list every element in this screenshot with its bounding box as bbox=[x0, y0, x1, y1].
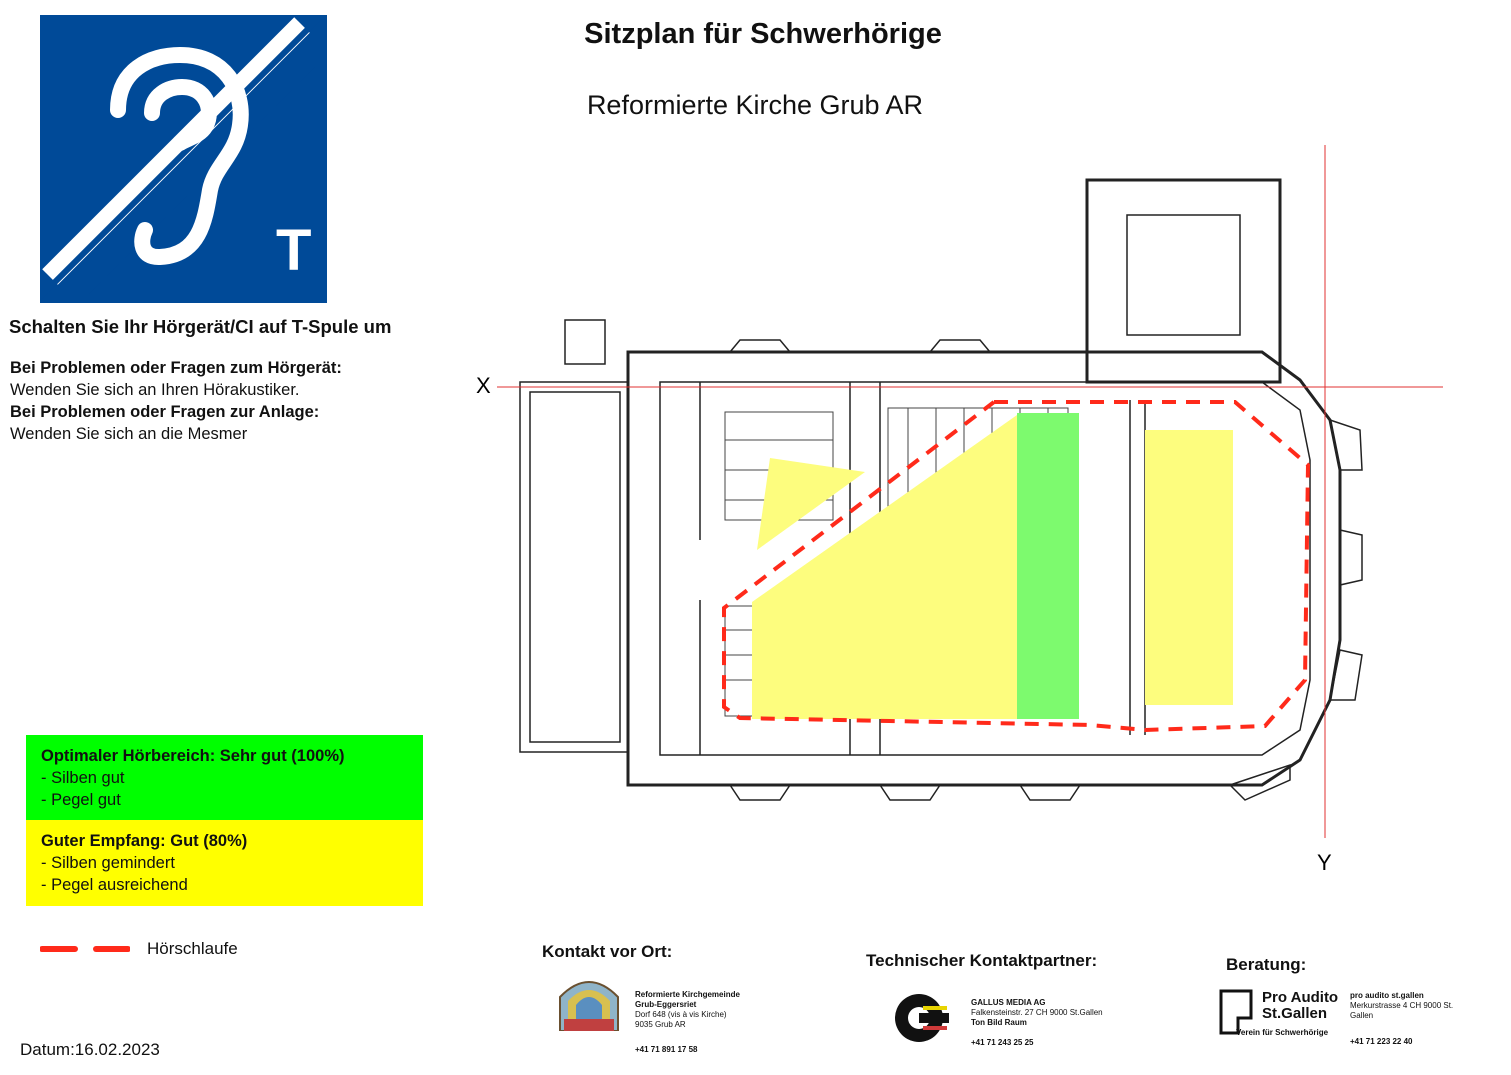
contact-technical-heading: Technischer Kontaktpartner: bbox=[866, 951, 1098, 970]
contact-local-phone: +41 71 891 17 58 bbox=[635, 1045, 698, 1054]
pro-audito-logo-text: Pro Audito St.Gallen bbox=[1262, 990, 1338, 1022]
help-question-system: Bei Problemen oder Fragen zur Anlage: bbox=[10, 403, 320, 421]
zone-good-small bbox=[757, 458, 865, 550]
loop-legend-line bbox=[40, 946, 130, 952]
page-title: Sitzplan für Schwerhörige bbox=[584, 18, 942, 50]
contact-technical-addr: Falkensteinstr. 27 CH 9000 St.Gallen bbox=[971, 1008, 1103, 1017]
contact-local-addr2: 9035 Grub AR bbox=[635, 1020, 686, 1029]
legend-optimal-line1: - Silben gut bbox=[41, 769, 125, 787]
contact-advice-addr: Merkurstrasse 4 CH 9000 St. Gallen bbox=[1350, 1001, 1454, 1020]
legend-good-line1: - Silben gemindert bbox=[41, 854, 175, 872]
pro-audito-logo-icon bbox=[1219, 989, 1253, 1035]
contact-technical-details: GALLUS MEDIA AG Falkensteinstr. 27 CH 90… bbox=[971, 998, 1103, 1048]
zone-optimal bbox=[1017, 413, 1079, 719]
page-subtitle: Reformierte Kirche Grub AR bbox=[586, 90, 924, 120]
help-answer-hearing-aid: Wenden Sie sich an Ihren Hörakustiker. bbox=[10, 381, 300, 399]
contact-advice-phone: +41 71 223 22 40 bbox=[1350, 1037, 1413, 1046]
legend-optimal-line2: - Pegel gut bbox=[41, 791, 121, 809]
help-answer-system: Wenden Sie sich an die Mesmer bbox=[10, 425, 248, 443]
hearing-loop-t-icon: T bbox=[40, 15, 327, 303]
contact-technical-sub: Ton Bild Raum bbox=[971, 1018, 1027, 1027]
contact-technical-org: GALLUS MEDIA AG bbox=[971, 998, 1046, 1007]
t-coil-instruction: Schalten Sie Ihr Hörgerät/CI auf T-Spule… bbox=[9, 316, 392, 337]
help-question-hearing-aid: Bei Problemen oder Fragen zum Hörgerät: bbox=[10, 359, 342, 377]
contact-advice-details: pro audito st.gallen Merkurstrasse 4 CH … bbox=[1350, 991, 1470, 1047]
gallus-media-logo-icon bbox=[895, 994, 949, 1042]
contact-local-addr1: Dorf 648 (vis à vis Kirche) bbox=[635, 1010, 727, 1019]
legend-good-title: Guter Empfang: Gut (80%) bbox=[41, 832, 248, 850]
hearing-loop bbox=[722, 400, 1311, 733]
contact-local-org1: Reformierte Kirchgemeinde bbox=[635, 990, 740, 999]
loop-legend-label: Hörschlaufe bbox=[147, 939, 238, 958]
contact-advice-heading: Beratung: bbox=[1226, 955, 1307, 974]
legend-good: Guter Empfang: Gut (80%) - Silben gemind… bbox=[26, 820, 423, 906]
contact-technical-phone: +41 71 243 25 25 bbox=[971, 1038, 1034, 1047]
contact-advice-org: pro audito st.gallen bbox=[1350, 991, 1424, 1000]
church-window-icon bbox=[559, 981, 619, 1031]
axis-x-label: X bbox=[476, 373, 491, 398]
zone-good-left bbox=[752, 415, 1017, 719]
legend-good-line2: - Pegel ausreichend bbox=[41, 876, 188, 894]
legend-optimal-title: Optimaler Hörbereich: Sehr gut (100%) bbox=[41, 747, 345, 765]
zone-good-right bbox=[1145, 430, 1233, 705]
contact-local-org2: Grub-Eggersriet bbox=[635, 1000, 697, 1009]
legend-optimal: Optimaler Hörbereich: Sehr gut (100%) - … bbox=[26, 735, 423, 820]
pro-audito-line2: St.Gallen bbox=[1262, 1005, 1328, 1022]
pro-audito-tagline: Verein für Schwerhörige bbox=[1236, 1028, 1329, 1037]
help-info: Bei Problemen oder Fragen zum Hörgerät: … bbox=[10, 357, 342, 445]
contact-local-details: Reformierte Kirchgemeinde Grub-Eggersrie… bbox=[635, 990, 740, 1055]
pro-audito-line1: Pro Audito bbox=[1262, 989, 1339, 1006]
date: Datum:16.02.2023 bbox=[20, 1040, 160, 1059]
axis-y-label: Y bbox=[1317, 850, 1332, 875]
contact-local-heading: Kontakt vor Ort: bbox=[542, 942, 673, 961]
logo-letter: T bbox=[276, 218, 311, 283]
